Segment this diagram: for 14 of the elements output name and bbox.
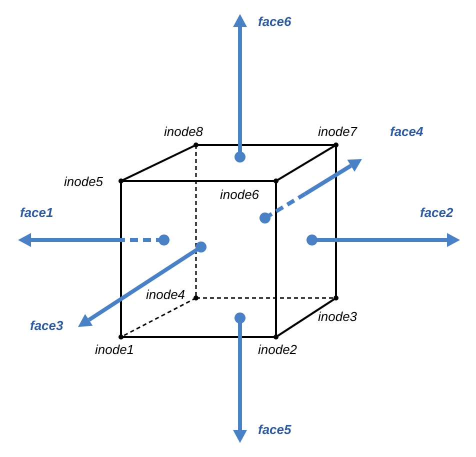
face-label: face5 [258,422,292,437]
face-label: face6 [258,14,292,29]
corner-label: inode5 [64,174,104,189]
corner-label: inode3 [318,309,358,324]
corner-label: inode6 [220,187,260,202]
corner-label: inode2 [258,342,298,357]
face-label: face3 [30,318,64,333]
corner-label: inode7 [318,124,358,139]
face-label: face1 [20,205,54,220]
corner-label: inode8 [164,124,204,139]
face-label: face2 [420,205,454,220]
corner-label: inode4 [146,287,186,302]
face-label: face4 [390,124,424,139]
corner-label: inode1 [95,342,134,357]
